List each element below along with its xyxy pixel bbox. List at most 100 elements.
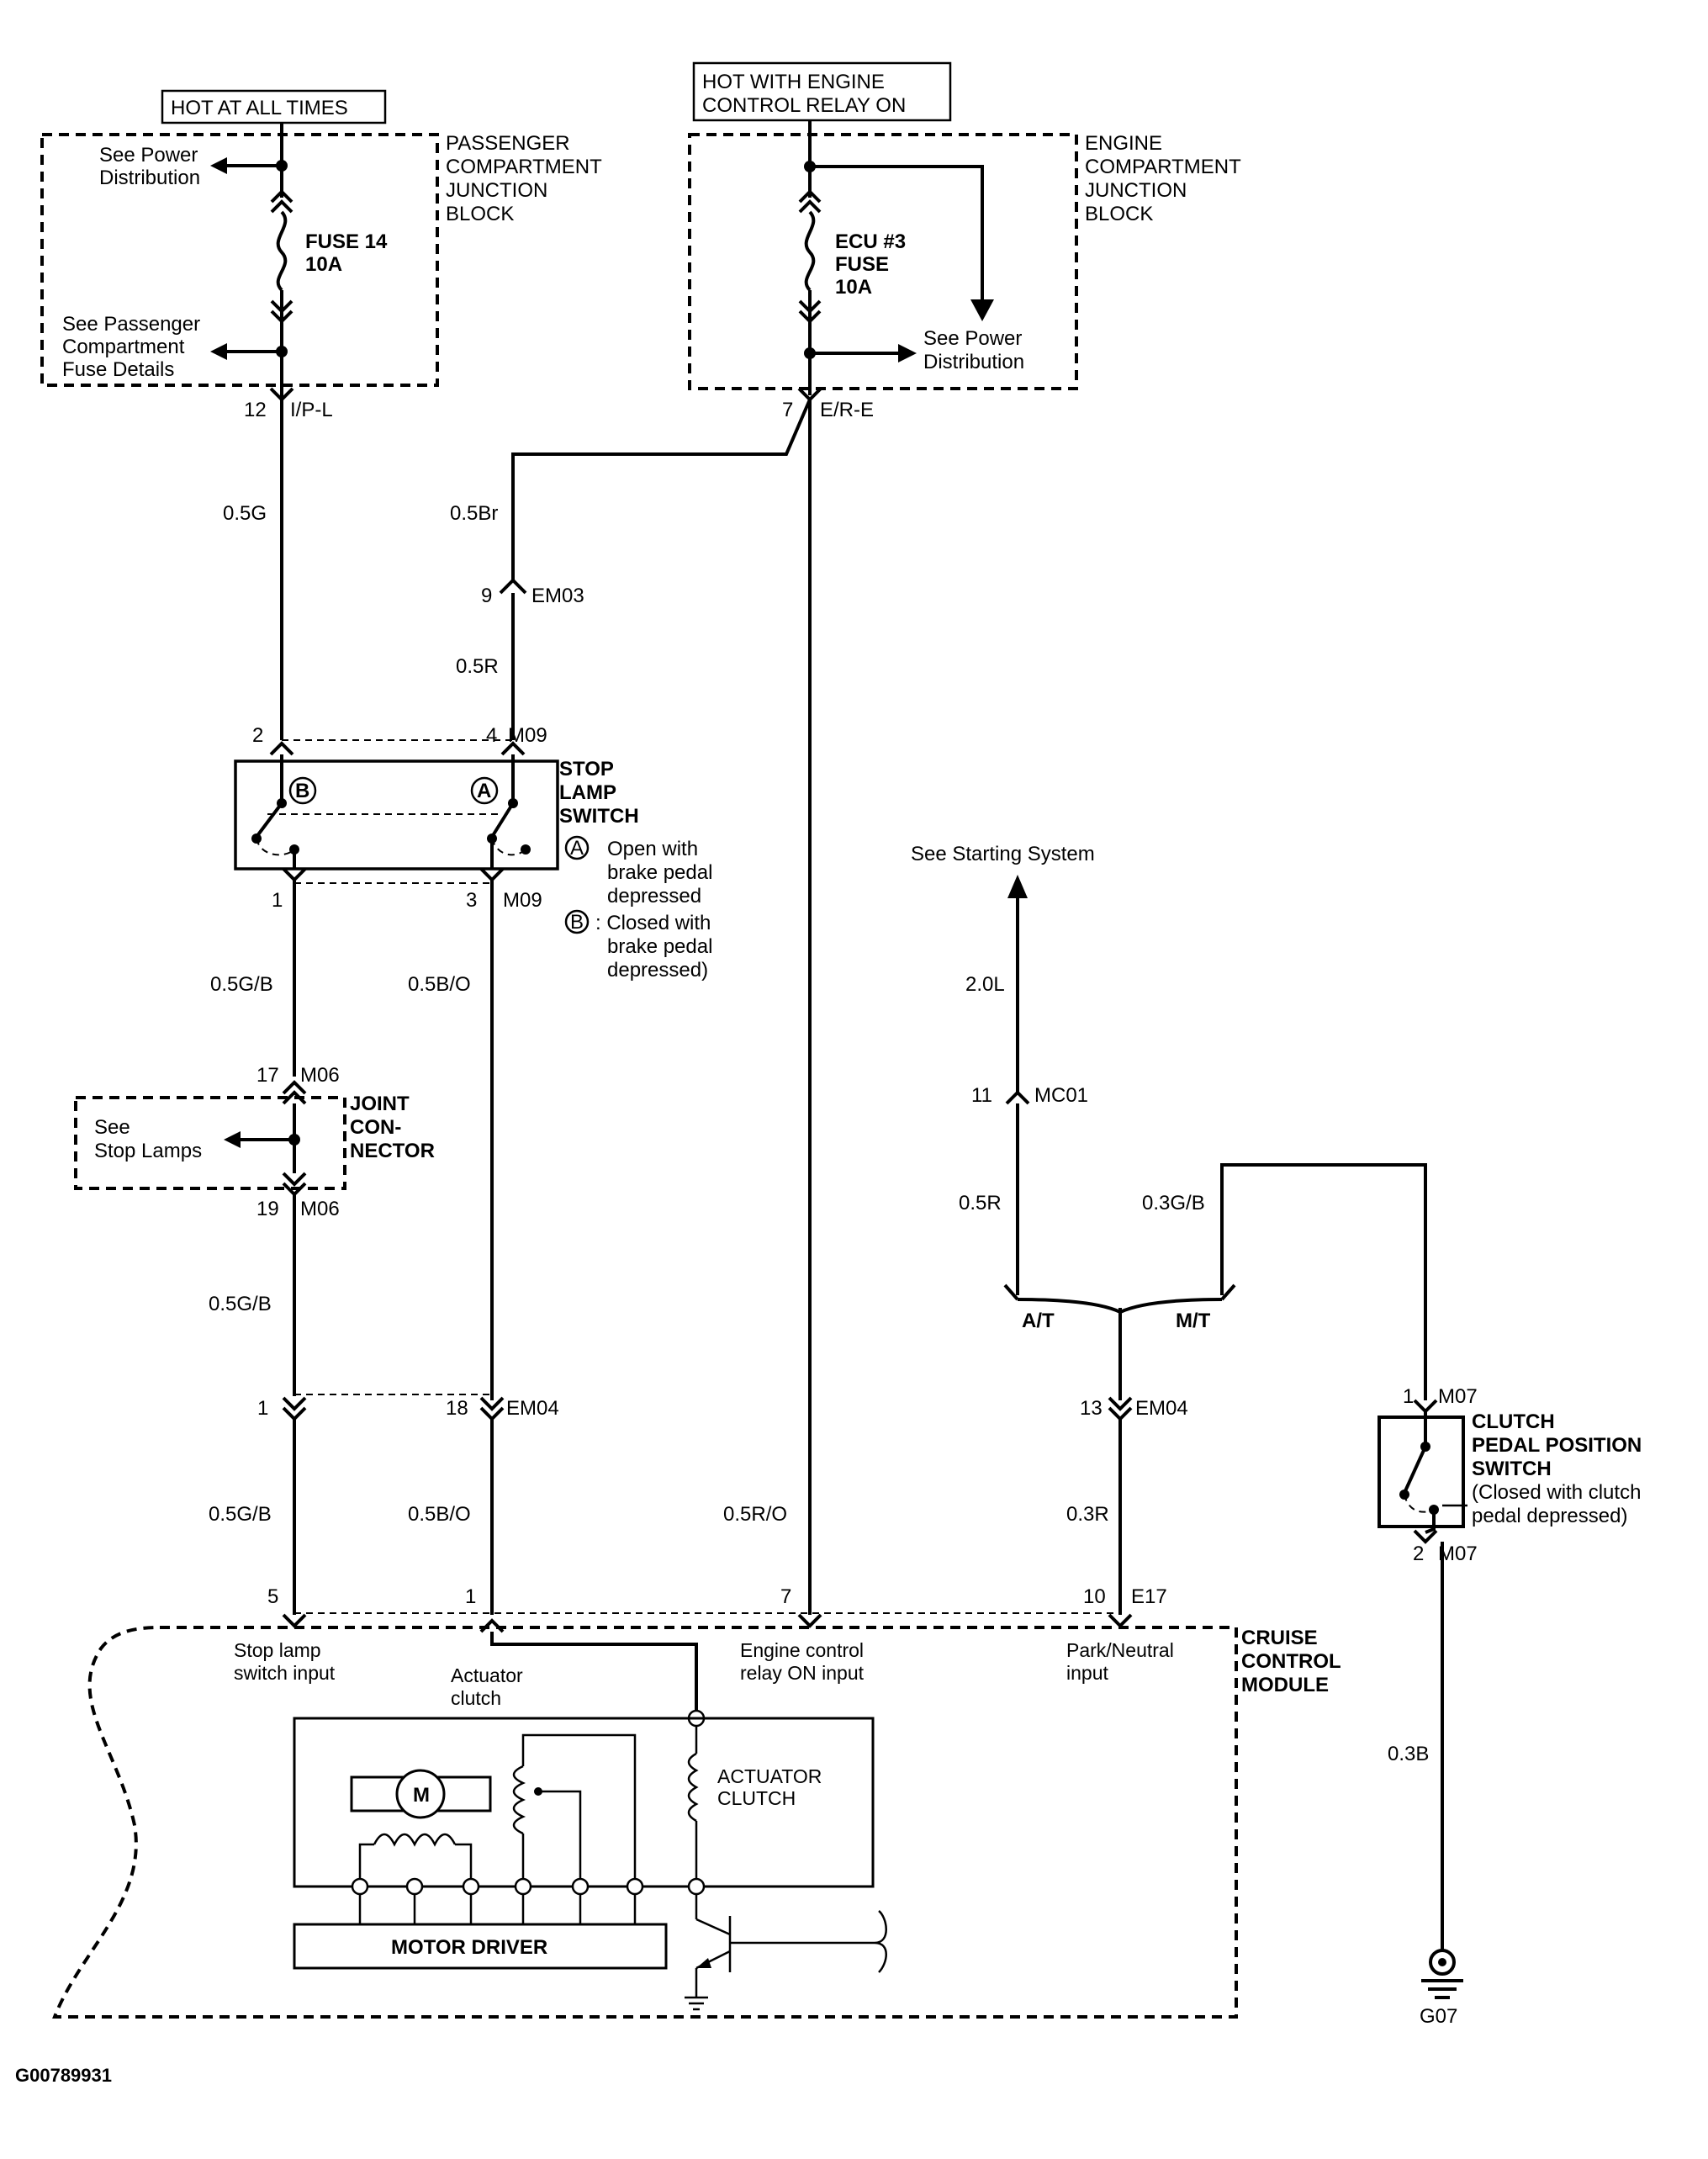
arrow-left-icon <box>224 1131 241 1148</box>
svg-text:See Passenger: See Passenger <box>62 313 200 336</box>
svg-text:2: 2 <box>252 724 263 747</box>
transistor-icon <box>685 1894 887 2011</box>
connector-icon <box>270 189 293 204</box>
svg-text:2.0L: 2.0L <box>965 973 1005 996</box>
connector-icon <box>282 1396 307 1411</box>
arrow-right-icon <box>898 344 917 362</box>
terminal-row <box>351 1877 706 1924</box>
svg-text:BLOCK: BLOCK <box>446 203 514 225</box>
svg-text:0.5B/O: 0.5B/O <box>408 973 471 996</box>
svg-text:Park/Neutral: Park/Neutral <box>1066 1639 1174 1661</box>
svg-text:0.5R/O: 0.5R/O <box>723 1503 787 1526</box>
svg-text:CRUISE: CRUISE <box>1241 1627 1318 1649</box>
connector-icon <box>798 189 822 204</box>
connector-icon <box>479 867 505 882</box>
connector-icon <box>1108 1613 1133 1628</box>
svg-text:1: 1 <box>1403 1385 1414 1408</box>
motor-icon: M <box>350 1769 492 1819</box>
svg-text:PEDAL POSITION: PEDAL POSITION <box>1472 1434 1642 1457</box>
svg-text:0.5R: 0.5R <box>959 1192 1002 1214</box>
svg-text:See Power: See Power <box>99 144 198 167</box>
svg-text:ECU #3: ECU #3 <box>835 230 906 253</box>
svg-text:BLOCK: BLOCK <box>1085 203 1153 225</box>
svg-text:CONTROL: CONTROL <box>1241 1650 1341 1673</box>
starting-system-branch: See Starting System 2.0L 11 MC01 0.5R A/… <box>911 843 1427 1615</box>
hot-at-all-times-label: HOT AT ALL TIMES <box>161 89 387 124</box>
svg-text:7: 7 <box>780 1585 791 1608</box>
svg-text:clutch: clutch <box>451 1687 501 1709</box>
svg-text:5: 5 <box>267 1585 278 1608</box>
stop-lamp-switch-box <box>234 759 559 870</box>
svg-text:9: 9 <box>481 585 492 607</box>
svg-text:See Power: See Power <box>923 327 1022 350</box>
wire-0-5b-o-2: 0.5B/O <box>408 1419 494 1615</box>
svg-text:Fuse Details: Fuse Details <box>62 358 174 381</box>
arrow-down-icon <box>970 299 994 321</box>
motor-driver-box: MOTOR DRIVER <box>293 1923 668 1970</box>
wire-0-5br: 0.5Br <box>450 399 812 580</box>
ground-eyelet-icon <box>1429 1949 1456 1976</box>
svg-text:JUNCTION: JUNCTION <box>1085 179 1187 202</box>
svg-text:A: A <box>570 837 584 860</box>
svg-text:JUNCTION: JUNCTION <box>446 179 547 202</box>
svg-text:0.5G/B: 0.5G/B <box>209 1503 272 1526</box>
svg-text:7: 7 <box>782 399 793 421</box>
svg-text:17: 17 <box>256 1064 279 1087</box>
svg-text:Stop Lamps: Stop Lamps <box>94 1140 202 1162</box>
svg-text:HOT AT ALL TIMES: HOT AT ALL TIMES <box>171 97 348 119</box>
wire-0-5r-o: 0.5R/O <box>723 400 812 1615</box>
svg-text:2: 2 <box>1413 1543 1424 1565</box>
figure-id: G00789931 <box>15 2065 112 2086</box>
svg-text:0.3B: 0.3B <box>1388 1743 1429 1765</box>
svg-text:B: B <box>295 780 309 802</box>
svg-text:18: 18 <box>446 1397 468 1420</box>
badge-b-icon <box>564 909 590 934</box>
svg-text:M06: M06 <box>300 1198 340 1220</box>
hot-engine-relay-label: HOT WITH ENGINE CONTROL RELAY ON <box>692 61 952 122</box>
fuse-icon <box>804 210 816 292</box>
svg-text:JOINT: JOINT <box>350 1093 410 1115</box>
svg-text:0.3G/B: 0.3G/B <box>1142 1192 1205 1214</box>
connector-icon <box>500 741 526 756</box>
svg-text:A/T: A/T <box>1022 1310 1055 1332</box>
passenger-junction-block: PASSENGER COMPARTMENT JUNCTION BLOCK <box>40 132 602 387</box>
badge-a-icon <box>470 776 499 805</box>
engine-junction-block: ENGINE COMPARTMENT JUNCTION BLOCK <box>688 132 1241 390</box>
svg-text:SWITCH: SWITCH <box>1472 1458 1552 1480</box>
module-outline <box>52 1626 1238 2019</box>
svg-text:Open with: Open with <box>607 838 698 860</box>
svg-text:0.3R: 0.3R <box>1066 1503 1109 1526</box>
svg-text:E17: E17 <box>1131 1585 1167 1608</box>
svg-text:brake pedal: brake pedal <box>607 935 712 958</box>
svg-text:MODULE: MODULE <box>1241 1674 1329 1696</box>
svg-text:4: 4 <box>486 724 497 747</box>
fuse-icon <box>276 210 288 292</box>
badge-a-icon <box>564 835 590 860</box>
svg-text:A: A <box>477 780 491 802</box>
connector-icon <box>499 578 527 595</box>
svg-text:1: 1 <box>465 1585 476 1608</box>
svg-text:0.5G: 0.5G <box>223 502 267 525</box>
svg-text:0.5G/B: 0.5G/B <box>209 1293 272 1315</box>
svg-text:MOTOR DRIVER: MOTOR DRIVER <box>391 1936 547 1959</box>
connector-icon <box>479 1618 505 1633</box>
svg-text:MC01: MC01 <box>1034 1084 1088 1107</box>
svg-text:HOT WITH ENGINE: HOT WITH ENGINE <box>702 71 885 93</box>
svg-text:Distribution: Distribution <box>99 167 200 189</box>
svg-text:M07: M07 <box>1438 1543 1478 1565</box>
svg-text:CLUTCH: CLUTCH <box>1472 1410 1555 1433</box>
connector-icon <box>1108 1396 1133 1411</box>
svg-text:SWITCH: SWITCH <box>559 805 639 828</box>
svg-text:M07: M07 <box>1438 1385 1478 1408</box>
connector-em03: 9 EM03 <box>481 578 584 607</box>
svg-text:(Closed with clutch: (Closed with clutch <box>1472 1481 1641 1504</box>
svg-text:19: 19 <box>256 1198 279 1220</box>
svg-text:input: input <box>1066 1662 1108 1684</box>
svg-text:G07: G07 <box>1420 2005 1457 2028</box>
connector-icon <box>479 1396 505 1411</box>
clutch-pedal-position-switch: 1 M07 2 M07 CLUTCH PEDAL POSITION SWITCH… <box>1378 1385 1642 1565</box>
svg-text:10: 10 <box>1083 1585 1106 1608</box>
joint-connector: 17 M06 See Stop Lamps 19 M06 JOINT CON- … <box>74 1064 435 1220</box>
svg-text:10A: 10A <box>305 253 342 276</box>
joint-connector-box <box>74 1096 346 1190</box>
